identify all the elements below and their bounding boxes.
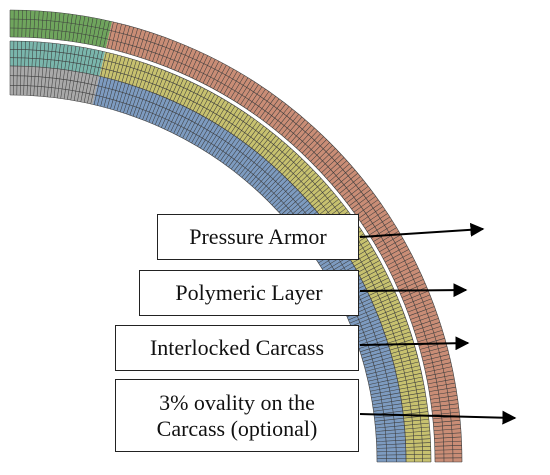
interlocked-carcass-text: Interlocked Carcass <box>149 335 325 360</box>
arrow-interlocked-carcass <box>359 336 470 351</box>
polymeric-layer-text: Polymeric Layer <box>175 280 323 305</box>
ovality-text-line2: Carcass (optional) <box>156 415 318 441</box>
mesh-arc-polymeric-layer <box>9 49 423 463</box>
mesh-arc-interlocked-carcass <box>9 75 397 463</box>
mesh-radial-polymeric-layer <box>9 41 431 463</box>
arrow-ovality <box>359 410 517 425</box>
pressure-armor-label: Pressure Armor <box>157 214 359 260</box>
callout-arrows <box>359 222 517 425</box>
mesh-arc-interlocked-carcass <box>9 85 387 463</box>
mesh-radial-pressure-armor <box>9 10 462 463</box>
ring-polymeric-layer <box>9 40 432 463</box>
pipe-layer-rings <box>9 9 463 463</box>
ring-fill-interlocked-carcass-main <box>92 76 406 462</box>
mesh-arc-polymeric-layer <box>9 40 432 463</box>
ring-fill-pressure-armor-main <box>105 21 463 462</box>
ovality-text-line1: 3% ovality on the <box>159 389 315 415</box>
arrow-polymeric-layer <box>359 283 468 298</box>
mesh-arc-pressure-armor <box>9 36 436 463</box>
interlocked-carcass-label: Interlocked Carcass <box>115 325 359 371</box>
ring-interlocked-carcass <box>9 65 407 463</box>
ring-fill-interlocked-carcass-alt <box>10 66 100 105</box>
arrow-pressure-armor <box>359 222 485 238</box>
polymeric-layer-label: Polymeric Layer <box>139 270 359 316</box>
mesh-arc-interlocked-carcass <box>9 65 407 463</box>
mesh-arc-pressure-armor <box>9 18 454 463</box>
pressure-armor-text: Pressure Armor <box>189 224 327 249</box>
mesh-arc-pressure-armor <box>9 9 463 463</box>
ovality-label: 3% ovality on the Carcass (optional) <box>115 379 359 452</box>
mesh-arc-interlocked-carcass <box>9 94 378 463</box>
ring-pressure-armor <box>9 9 463 463</box>
mesh-arc-polymeric-layer <box>9 57 415 463</box>
ring-fill-polymeric-layer-main <box>99 51 432 462</box>
mesh-arc-pressure-armor <box>9 27 445 463</box>
